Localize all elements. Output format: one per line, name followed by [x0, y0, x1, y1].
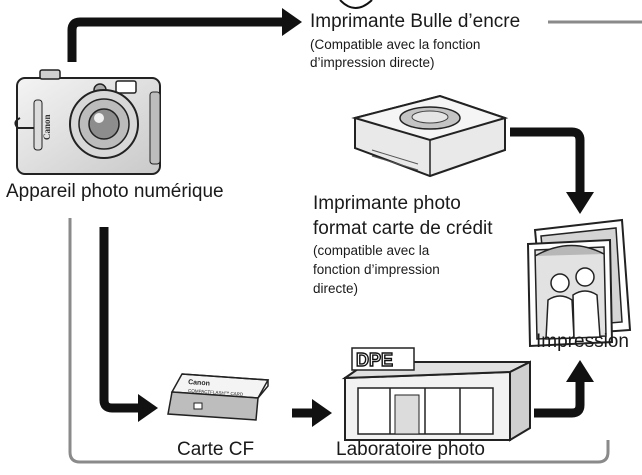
arrowhead-inkjet	[282, 8, 302, 36]
card-printer-label-line1: Imprimante photo	[313, 193, 461, 214]
card-printer-note-line2: fonction d’impression	[313, 262, 440, 277]
card-printer-note-line3: directe)	[313, 281, 359, 296]
photo-lab-label: Laboratoire photo	[336, 439, 485, 460]
arrow-lab-to-print	[534, 378, 585, 418]
card-photo-printer-illustration	[351, 94, 509, 178]
card-printer-label-line2: format carte de crédit	[313, 218, 493, 239]
card-printer-note-line1: (compatible avec la	[313, 243, 430, 258]
arrow-cardprinter-to-print	[510, 127, 585, 196]
arrowhead-lab	[312, 399, 332, 427]
inkjet-printer-note-line2: d’impression directe)	[310, 55, 435, 70]
arrow-camera-to-inkjet	[67, 17, 286, 62]
camera-label: Appareil photo numérique	[6, 181, 224, 202]
cf-card-label: Carte CF	[177, 439, 255, 460]
cf-card-type-text: COMPACTFLASH™ CARD	[188, 388, 244, 397]
cf-card-illustration: Canon COMPACTFLASH™ CARD	[167, 373, 270, 421]
inkjet-printer-note-line1: (Compatible avec la fonction	[310, 37, 481, 52]
arrowhead-print-top	[566, 192, 594, 214]
camera-brand-text: Canon	[42, 114, 52, 140]
gray-loop-line	[68, 218, 610, 464]
printing-label: Impression	[536, 331, 629, 352]
inkjet-printer-label: Imprimante Bulle d’encre	[310, 11, 521, 32]
arrowhead-print-bottom	[566, 360, 594, 382]
arrowhead-cf	[138, 394, 158, 422]
lab-sign-text: DPE	[356, 350, 393, 370]
printed-photos-illustration	[526, 218, 632, 348]
photo-lab-illustration: DPE	[341, 347, 531, 442]
top-partial-circle	[339, 0, 373, 9]
connectors	[67, 8, 642, 464]
digital-camera-illustration: Canon	[14, 69, 161, 175]
arrow-camera-to-cf	[99, 227, 142, 413]
cf-card-brand-text: Canon	[188, 379, 210, 388]
